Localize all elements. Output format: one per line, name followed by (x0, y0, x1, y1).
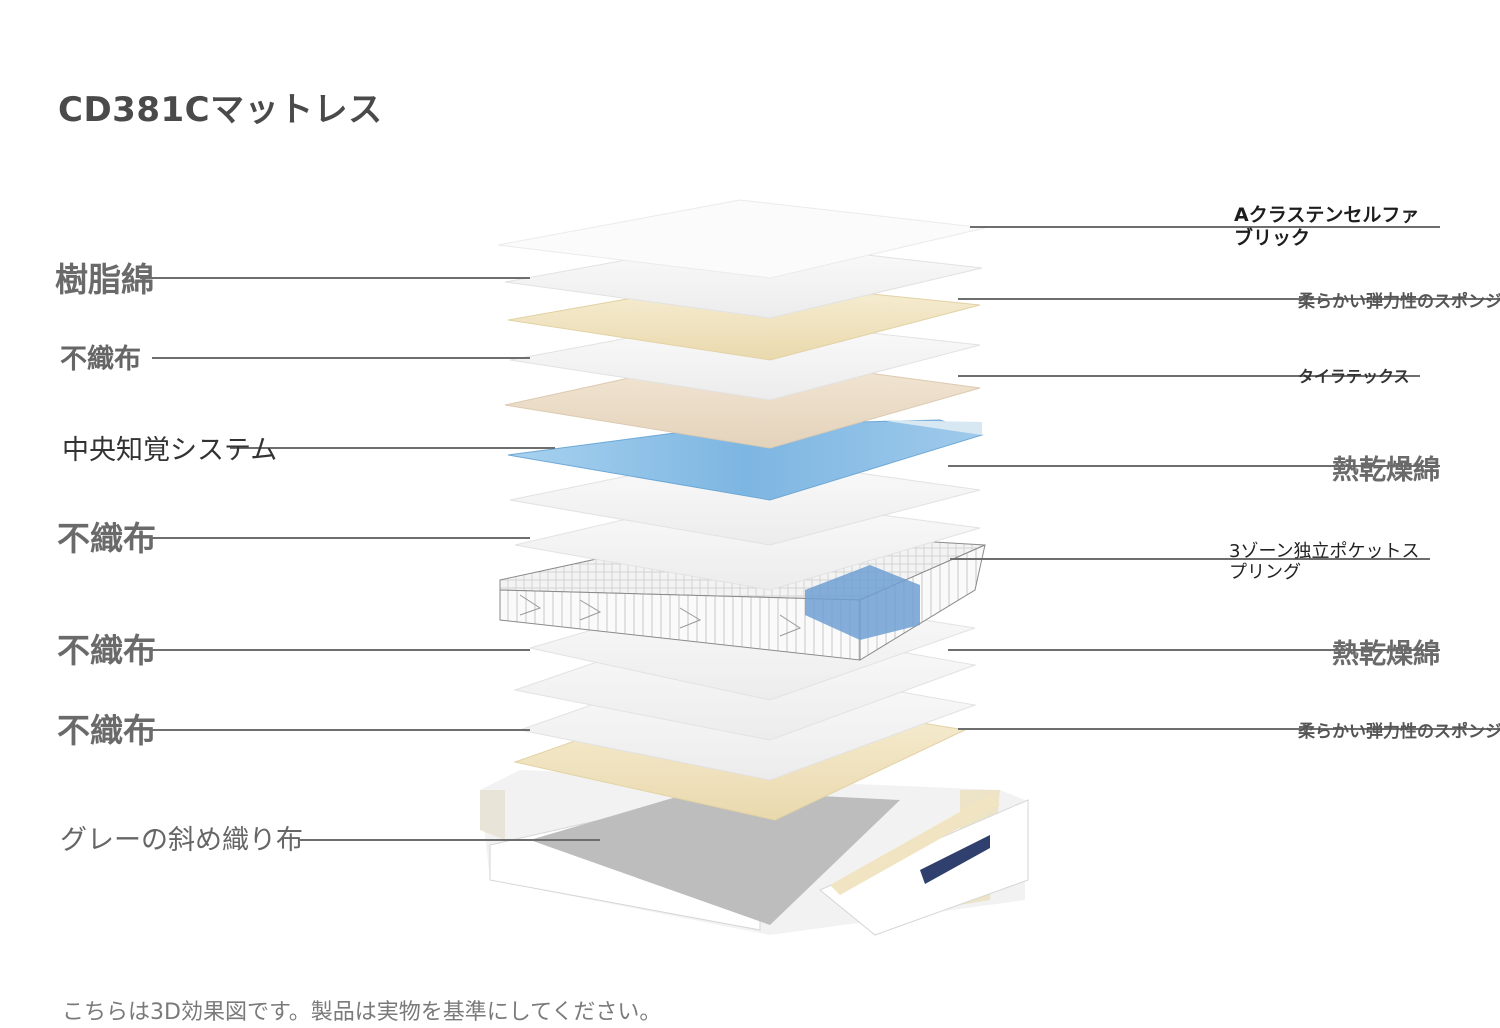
label-tencel-fabric-line2: ブリック (1234, 227, 1311, 249)
label-gray-twill: グレーの斜め織り布 (60, 825, 303, 856)
label-sponge-top: 柔らかい弾力性のスポンジ (1298, 292, 1500, 312)
label-tyratex: タイラテックス (1298, 367, 1410, 386)
page-title: CD381Cマットレス (58, 90, 383, 130)
footnote: こちらは3D効果図です。製品は実物を基準にしてください。 (62, 1000, 662, 1025)
base-box (480, 770, 1029, 936)
label-nonwoven-4: 不織布 (57, 711, 156, 750)
label-pocket-spring-line1: 3ゾーン独立ポケットス (1229, 541, 1420, 562)
leader-lines (140, 226, 1500, 841)
label-thermal-cotton-2: 熱乾燥綿 (1332, 639, 1440, 670)
label-nonwoven-1: 不織布 (60, 344, 141, 375)
label-nonwoven-2: 不織布 (57, 519, 156, 558)
label-central-perception: 中央知覚システム (62, 435, 278, 466)
label-sponge-bottom: 柔らかい弾力性のスポンジ (1298, 722, 1500, 742)
label-thermal-cotton-1: 熱乾燥綿 (1332, 455, 1440, 486)
label-resin-cotton: 樹脂綿 (55, 260, 154, 299)
label-tencel-fabric-line1: Aクラステンセルファ (1234, 204, 1420, 226)
label-pocket-spring-line2: プリング (1229, 562, 1301, 583)
label-nonwoven-3: 不織布 (57, 631, 156, 670)
